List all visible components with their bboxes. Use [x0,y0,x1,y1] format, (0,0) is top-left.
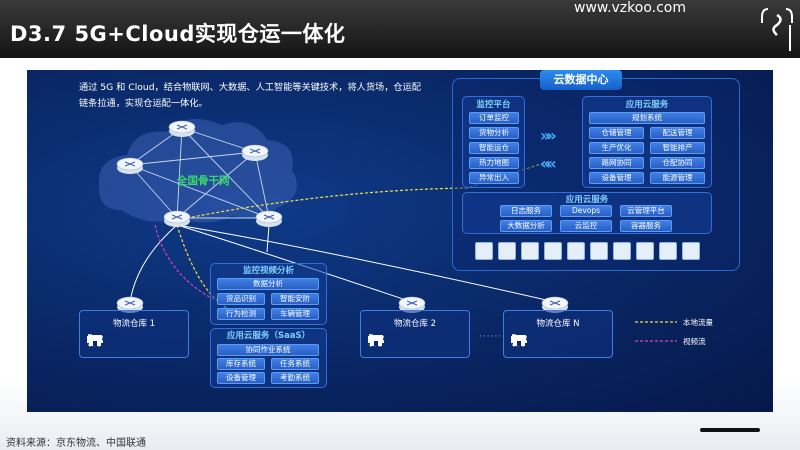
store-icon [512,335,526,346]
app-service-item: 设备管理 [589,172,644,184]
source-note: 资料来源：京东物流、中国联通 [6,438,146,449]
saas-item: 任务系统 [271,358,319,370]
server-icon [682,242,700,260]
saas-item: 协同作业系统 [217,344,319,356]
router-icon [255,210,283,227]
cloud-service-item: 云管理平台 [620,205,672,217]
cloud-service-item: 容器服务 [620,220,672,232]
router-icon [241,144,269,161]
saas-title: 应用云服务（SaaS） [226,331,311,341]
network-switch-icon [521,242,539,260]
cloud-data-center-title: 云数据中心 [540,70,622,90]
app-service-item: 仓配协同 [650,157,705,169]
server-icon [590,242,608,260]
app-service-item: 仓储管理 [589,127,644,139]
monitor-platform-title: 监控平台 [476,100,511,110]
server-icon [544,242,562,260]
app-service-item: 生产优化 [589,142,644,154]
warehouse-ellipsis: ······ [479,332,503,342]
app-service-top-title: 应用云服务 [625,100,669,110]
header-bar: D3.7 5G+Cloud实现仓运一体化 www.vzkoo.com [0,0,800,58]
network-switch-icon [567,242,585,260]
monitor-item: 订单监控 [469,112,519,124]
router-icon [163,210,191,227]
diagram-connections [98,118,677,342]
saas-item: 设备管理 [217,372,265,384]
legend-video-flow: 视频流 [683,337,706,346]
warehouse-label: 物流仓库 N [536,319,580,329]
video-analysis-item: 智能安防 [271,293,319,305]
double-chevron-left-icon: «« [540,154,557,173]
backbone-cloud-shape [98,118,297,223]
legend-local-flow: 本地流量 [683,318,713,327]
warehouse-panel-2 [360,310,470,358]
saas-item: 库存系统 [217,358,265,370]
video-analysis-item: 货品识别 [217,293,265,305]
page-title: D3.7 5G+Cloud实现仓运一体化 [10,22,346,46]
cloud-service-item: Devops [560,205,612,217]
app-service-bottom-title: 应用云服务 [565,195,609,205]
video-analysis-item: 行为检测 [217,308,265,320]
app-service-item: 配送管理 [650,127,705,139]
video-analysis-item: 车辆管理 [271,308,319,320]
video-analysis-item: 数据分析 [217,278,319,290]
network-switch-icon [659,242,677,260]
monitor-item: 货物分析 [469,127,519,139]
cloud-service-item: 云监控 [560,220,612,232]
diagram-canvas: 全国骨干网 通过 5G 和 Cloud，结合物联网、大数据、人工智能等关键技术，… [27,70,773,412]
warehouse-panel-1 [79,310,189,358]
server-icon [636,242,654,260]
video-analysis-title: 监控视频分析 [242,266,294,276]
double-chevron-right-icon: »» [540,126,557,145]
app-service-item: 智能排产 [650,142,705,154]
router-icon [168,120,196,137]
planning-system-chip: 规划系统 [589,112,705,124]
app-service-item: 能源管理 [650,172,705,184]
app-service-item: 路网协同 [589,157,644,169]
monitor-item: 热力地图 [469,157,519,169]
brand-logo-icon [761,8,793,51]
network-switch-icon [475,242,493,260]
footer-bar [700,428,760,432]
store-icon [369,335,383,346]
monitor-item: 智能运仓 [469,142,519,154]
site-url: www.vzkoo.com [574,0,686,16]
uplink-lines [129,224,556,303]
saas-item: 考勤系统 [271,372,319,384]
monitor-item: 异常出入 [469,172,519,184]
cloud-service-item: 大数据分析 [500,220,552,232]
video-flow-lines [154,224,216,301]
router-icon [116,157,144,174]
store-icon [88,335,102,346]
warehouse-label: 物流仓库 2 [393,319,437,329]
router-mesh-lines [129,127,270,219]
intro-text: 通过 5G 和 Cloud，结合物联网、大数据、人工智能等关键技术，将人货场，仓… [79,82,421,109]
backbone-network-label: 全国骨干网 [177,175,230,187]
warehouse-label: 物流仓库 1 [112,319,156,329]
warehouse-panel-n [503,310,613,358]
network-switch-icon [613,242,631,260]
cloud-service-item: 日志服务 [500,205,552,217]
server-icon [498,242,516,260]
